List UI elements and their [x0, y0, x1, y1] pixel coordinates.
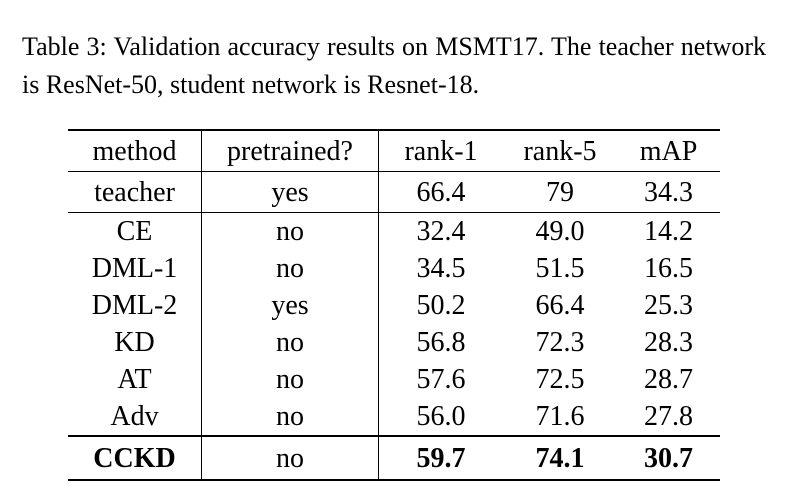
cell-map: 25.3 — [644, 290, 693, 321]
cell-rank-1: 66.4 — [378, 171, 503, 213]
cell-rank-5: 72.5 — [535, 364, 585, 395]
cell-rank-1: 34.5 — [416, 253, 466, 284]
cell-pretrained: yes — [201, 171, 379, 213]
cell-pretrained: no — [201, 435, 379, 481]
header-rank-5: rank-5 — [503, 129, 617, 172]
results-table: method pretrained? rank-1 rank-5 mAP tea… — [68, 129, 720, 481]
cell-rank-5: 71.6 — [535, 401, 585, 432]
cell-rank-1: 56.8 — [416, 327, 466, 358]
table-row: AT no 57.6 72.5 28.7 — [68, 361, 720, 398]
cell-rank-5: 49.0 — [535, 216, 585, 247]
cell-method: CCKD — [68, 435, 202, 481]
table-row: KD no 56.8 72.3 28.3 — [68, 324, 720, 361]
cell-map: 28.7 — [644, 364, 693, 395]
cell-rank-5: 72.3 — [535, 327, 585, 358]
cell-rank-1: 59.7 — [378, 435, 503, 481]
cell-method: CE — [68, 212, 202, 250]
cell-map: 34.3 — [617, 171, 720, 213]
cell-map: 14.2 — [644, 216, 693, 247]
table-caption: Table 3: Validation accuracy results on … — [22, 32, 766, 99]
header-pretrained: pretrained? — [201, 129, 379, 172]
cell-rank-5: 66.4 — [535, 290, 585, 321]
cell-method: DML-1 — [68, 250, 202, 287]
header-rank-1: rank-1 — [378, 129, 503, 172]
cell-pretrained: no — [201, 250, 379, 287]
cell-pretrained: no — [201, 212, 379, 250]
cell-pretrained: no — [201, 398, 379, 436]
cell-method: teacher — [68, 171, 202, 213]
cell-pretrained: yes — [201, 287, 379, 324]
cell-rank-1: 57.6 — [416, 364, 466, 395]
table-row: CE no 32.4 49.0 14.2 — [68, 212, 720, 250]
cell-rank-1: 56.0 — [416, 401, 466, 432]
cell-method: DML-2 — [68, 287, 202, 324]
table-row: DML-1 no 34.5 51.5 16.5 — [68, 250, 720, 287]
table-header-row: method pretrained? rank-1 rank-5 mAP — [68, 129, 720, 172]
header-map: mAP — [617, 129, 720, 172]
table-row-best: CCKD no 59.7 74.1 30.7 — [68, 435, 720, 481]
cell-method: KD — [68, 324, 202, 361]
header-method: method — [68, 129, 202, 172]
table-row: DML-2 yes 50.2 66.4 25.3 — [68, 287, 720, 324]
cell-rank-5: 79 — [503, 171, 617, 213]
cell-pretrained: no — [201, 361, 379, 398]
cell-method: AT — [68, 361, 202, 398]
table-row: Adv no 56.0 71.6 27.8 — [68, 398, 720, 436]
table-row-teacher: teacher yes 66.4 79 34.3 — [68, 171, 720, 213]
cell-map: 30.7 — [617, 435, 720, 481]
cell-map: 16.5 — [644, 253, 693, 284]
cell-rank-5: 74.1 — [503, 435, 617, 481]
cell-map: 27.8 — [644, 401, 693, 432]
cell-rank-1: 50.2 — [416, 290, 466, 321]
cell-pretrained: no — [201, 324, 379, 361]
cell-method: Adv — [68, 398, 202, 436]
cell-rank-1: 32.4 — [416, 216, 466, 247]
cell-map: 28.3 — [644, 327, 693, 358]
cell-rank-5: 51.5 — [535, 253, 585, 284]
